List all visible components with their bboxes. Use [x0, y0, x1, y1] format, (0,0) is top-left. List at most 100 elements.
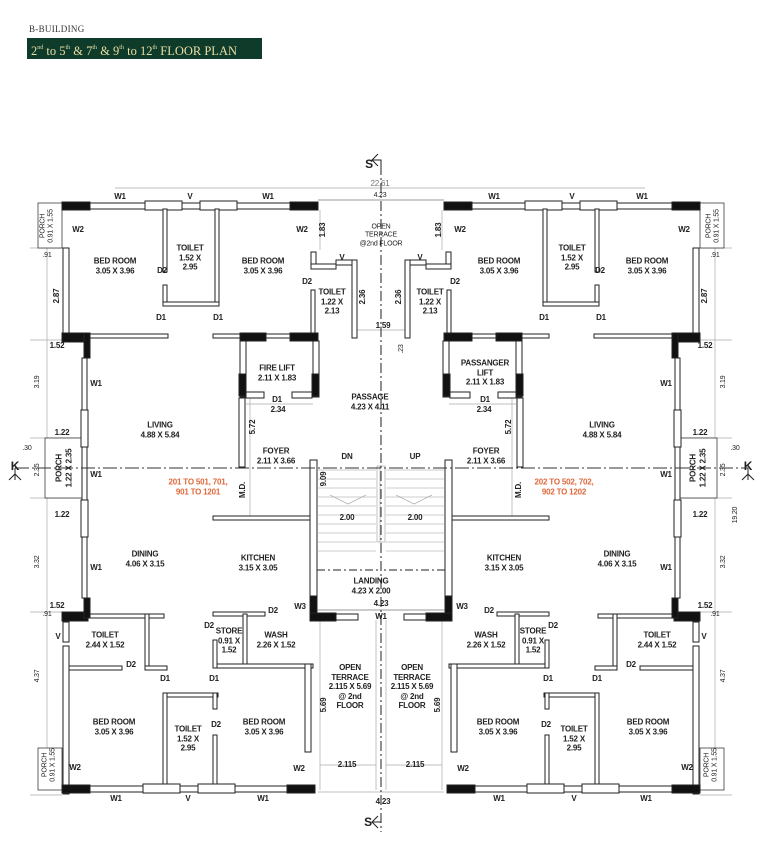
L-w2b-label: W2	[296, 225, 308, 235]
L-lift-234-label: 2.34	[270, 405, 286, 415]
section-arrows	[8, 153, 755, 829]
L-wash-label: WASH 2.26 X 1.52	[256, 630, 296, 649]
title-part: to 5	[43, 44, 66, 58]
bottom-dim-label: 4.23	[375, 797, 391, 807]
L-w1-porch-label: W1	[90, 470, 102, 480]
R-d183-label: 1.83	[434, 222, 444, 238]
L-d152a-label: 1.52	[49, 341, 65, 351]
L-d152b-label: 1.52	[49, 601, 65, 611]
R-dining-label: DINING 4.06 X 3.15	[597, 549, 637, 568]
R-foyer-label: FOYER 2.11 X 3.66	[466, 446, 506, 465]
R-w1-living-label: W1	[660, 379, 672, 389]
L-toilet-c-d2-label: D2	[126, 660, 136, 670]
R-d1b-label: D1	[539, 313, 549, 323]
R-d122a-label: 1.22	[692, 428, 708, 438]
R-store-d2-label: D2	[548, 621, 558, 631]
R-v-top-label: V	[569, 192, 575, 202]
R-porch-bot-label: PORCH 0.91 X 1.55	[703, 748, 719, 782]
R-d1c-label: D1	[592, 674, 602, 684]
L-d572-label: 5.72	[248, 419, 258, 435]
L-bed-c-label: BED ROOM 3.05 X 3.96	[92, 717, 136, 736]
R-d1d-label: D1	[543, 674, 553, 684]
title-sup: th	[92, 45, 98, 51]
R-lift-label: PASSANGER LIFT 2.11 X 1.83	[460, 358, 510, 387]
L-d183-label: 1.83	[318, 222, 328, 238]
L-lift-d1-label: D1	[272, 395, 282, 405]
up-label: UP	[409, 452, 421, 462]
R-w2d-label: W2	[457, 764, 469, 774]
R-d319-label: 3.19	[719, 375, 727, 389]
R-bed-a-label: BED ROOM 3.05 X 3.96	[625, 256, 669, 275]
R-wash-d2-label: D2	[484, 606, 494, 616]
R-d236-label: 2.36	[394, 289, 404, 305]
L-store-d2-label: D2	[204, 621, 214, 631]
title-part: to 12	[123, 44, 153, 58]
R-porch-mid-label: PORCH 1.22 X 2.35	[688, 448, 707, 488]
R-w1b-label: W1	[488, 192, 500, 202]
L-v-top-label: V	[187, 192, 193, 202]
L-d236-label: 2.36	[358, 289, 368, 305]
L-v-bot-label: V	[185, 794, 191, 804]
L-toilet-a-label: TOILET 1.52 X 2.95	[176, 243, 204, 272]
dim-909-label: 9.09	[319, 471, 329, 487]
landing-dim-label: 4.23	[373, 599, 389, 609]
L-d2b-label: D2	[302, 277, 312, 287]
L-d091b-label: .91	[42, 610, 52, 618]
L-living-label: LIVING 4.88 X 5.84	[140, 420, 180, 439]
R-d2b-label: D2	[450, 277, 460, 287]
R-d572-label: 5.72	[504, 419, 514, 435]
L-w2a-label: W2	[72, 225, 84, 235]
R-living-label: LIVING 4.88 X 5.84	[582, 420, 622, 439]
L-foyer-label: FOYER 2.11 X 3.66	[256, 446, 296, 465]
dim-top-label: 4.23	[373, 191, 387, 199]
L-w1-living-label: W1	[90, 379, 102, 389]
L-d2115-label: 2.115	[337, 760, 357, 770]
R-w1-dining-label: W1	[660, 563, 672, 573]
R-d122b-label: 1.22	[692, 510, 708, 520]
R-md-label: M.D.	[514, 481, 524, 499]
L-d1c-label: D1	[160, 674, 170, 684]
L-v-small-label: V	[339, 253, 345, 263]
dim-023-label: .23	[397, 344, 405, 354]
L-w1-dining-label: W1	[90, 563, 102, 573]
R-w2a-label: W2	[678, 225, 690, 235]
L-dining-label: DINING 4.06 X 3.15	[125, 549, 165, 568]
dim-1920-label: 19.20	[731, 506, 739, 524]
L-porch-top-label: PORCH 0.91 X 1.55	[39, 209, 55, 243]
title-part: & 7	[70, 44, 93, 58]
L-terrace-label: OPEN TERRACE 2.115 X 5.69 @ 2nd FLOOR	[328, 663, 372, 711]
L-toilet-c-label: TOILET 2.44 X 1.52	[85, 630, 125, 649]
L-d1a-label: D1	[156, 313, 166, 323]
R-d332-label: 3.32	[719, 555, 727, 569]
building-label: B-BUILDING	[29, 24, 85, 34]
R-d091-label: .91	[710, 251, 720, 259]
L-toilet-b-label: TOILET 1.22 X 2.13	[318, 287, 346, 316]
L-d437-label: 4.37	[33, 669, 41, 683]
L-store-label: STORE 0.91 X 1.52	[215, 626, 243, 655]
R-toilet-d-d2-label: D2	[541, 720, 551, 730]
R-bed-c-label: BED ROOM 3.05 X 3.96	[626, 717, 670, 736]
L-toilet-d-d2-label: D2	[211, 720, 221, 730]
landing-label: LANDING 4.23 X 2.00	[351, 576, 391, 595]
R-wash-label: WASH 2.26 X 1.52	[466, 630, 506, 649]
R-kitchen-label: KITCHEN 3.15 X 3.05	[484, 553, 524, 572]
title-sup: th	[152, 45, 158, 51]
L-kitchen-label: KITCHEN 3.15 X 3.05	[238, 553, 278, 572]
dim-159-label: 1.59	[375, 321, 391, 331]
R-d1a-label: D1	[596, 313, 606, 323]
L-d122b-label: 1.22	[54, 510, 70, 520]
R-w3-label: W3	[456, 602, 468, 612]
R-stair-200-label: 2.00	[407, 513, 423, 523]
R-bed-d-label: BED ROOM 3.05 X 3.96	[476, 717, 520, 736]
R-w1a-label: W1	[636, 192, 648, 202]
L-d122a-label: 1.22	[54, 428, 70, 438]
L-wash-d2-label: D2	[268, 606, 278, 616]
L-d319-label: 3.19	[33, 375, 41, 389]
R-d030-label: .30	[730, 444, 740, 452]
L-w1b-label: W1	[262, 192, 274, 202]
L-units-label: 201 TO 501, 701, 901 TO 1201	[168, 477, 228, 496]
L-bed-b-label: BED ROOM 3.05 X 3.96	[241, 256, 285, 275]
L-w1a-label: W1	[114, 192, 126, 202]
L-w2c-label: W2	[69, 763, 81, 773]
L-d569-label: 5.69	[319, 697, 329, 713]
